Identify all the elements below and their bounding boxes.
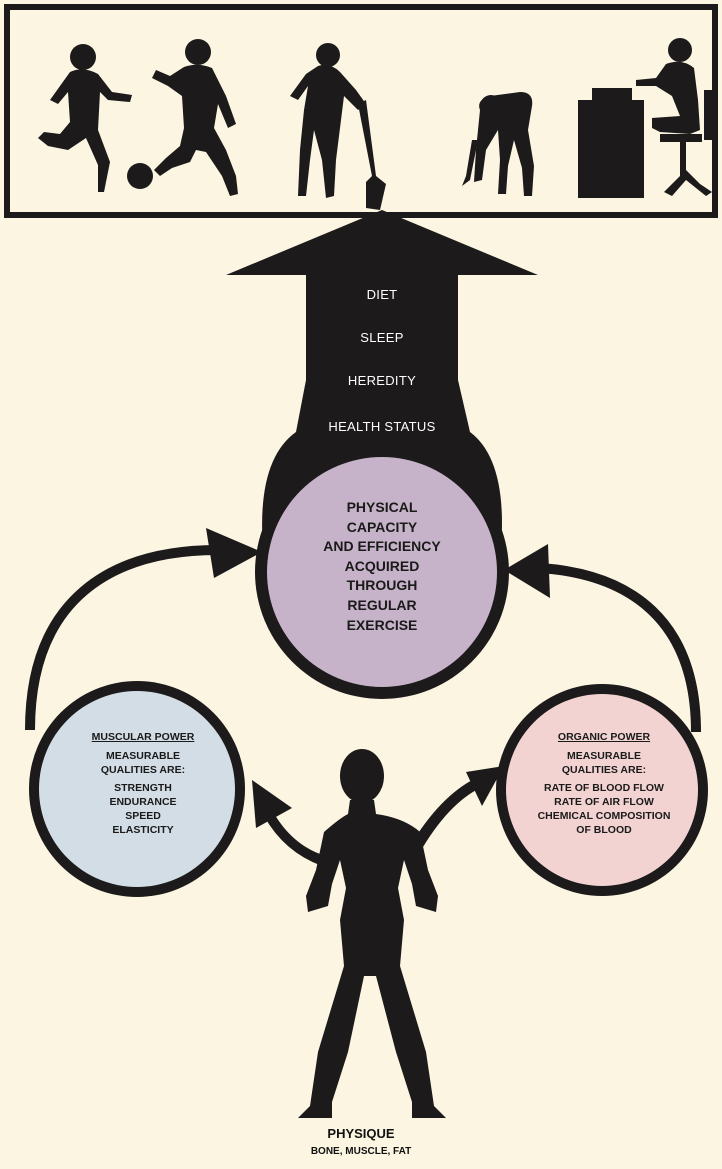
label-sleep: SLEEP <box>360 330 404 345</box>
center-line: AND EFFICIENCY <box>323 538 441 555</box>
physique-title: PHYSIQUE <box>327 1126 395 1141</box>
center-line: EXERCISE <box>346 616 418 633</box>
standing-man-icon <box>298 749 446 1118</box>
to-organic-arrow-icon <box>410 766 504 852</box>
organic-power-text: ORGANIC POWER MEASURABLE QUALITIES ARE: … <box>504 730 704 837</box>
organic-item: OF BLOOD <box>576 824 632 836</box>
center-line: REGULAR <box>347 596 417 613</box>
label-health-status: HEALTH STATUS <box>328 419 436 434</box>
organic-power-title: ORGANIC POWER <box>557 731 651 743</box>
center-line: ACQUIRED <box>344 557 420 574</box>
label-heredity: HEREDITY <box>347 373 417 388</box>
muscular-subtitle-2: QUALITIES ARE: <box>100 764 186 776</box>
muscular-power-circle <box>39 691 235 887</box>
muscular-item: ENDURANCE <box>109 796 177 808</box>
desk-worker-icon <box>578 38 712 198</box>
right-cycle-arc <box>539 563 701 733</box>
digging-man-icon <box>290 43 386 210</box>
physique-subtitle: BONE, MUSCLE, FAT <box>310 1146 412 1157</box>
center-line: CAPACITY <box>346 518 418 535</box>
muscular-item: ELASTICITY <box>112 824 174 836</box>
soccer-players-icon <box>38 39 238 197</box>
muscular-power-text: MUSCULAR POWER MEASURABLE QUALITIES ARE:… <box>48 730 238 837</box>
muscular-item: SPEED <box>125 810 161 822</box>
organic-subtitle-2: QUALITIES ARE: <box>561 764 647 776</box>
center-line: THROUGH <box>346 577 418 594</box>
stretching-man-icon <box>462 92 534 196</box>
muscular-subtitle-1: MEASURABLE <box>105 750 181 762</box>
organic-power-circle <box>506 694 698 886</box>
left-cycle-arc <box>25 545 219 731</box>
muscular-item: STRENGTH <box>114 782 172 794</box>
organic-subtitle-1: MEASURABLE <box>566 750 642 762</box>
label-diet: DIET <box>366 287 398 302</box>
center-circle-text: PHYSICAL CAPACITY AND EFFICIENCY ACQUIRE… <box>262 498 502 635</box>
left-arrowhead-icon <box>206 528 262 578</box>
center-circle <box>267 457 497 687</box>
center-line: PHYSICAL <box>346 499 418 515</box>
organic-item: RATE OF AIR FLOW <box>554 796 654 808</box>
organic-item: CHEMICAL COMPOSITION <box>537 810 671 822</box>
to-muscular-arrow-icon <box>252 780 326 866</box>
organic-item: RATE OF BLOOD FLOW <box>544 782 664 794</box>
right-arrowhead-icon <box>504 544 550 598</box>
muscular-power-title: MUSCULAR POWER <box>91 731 195 743</box>
